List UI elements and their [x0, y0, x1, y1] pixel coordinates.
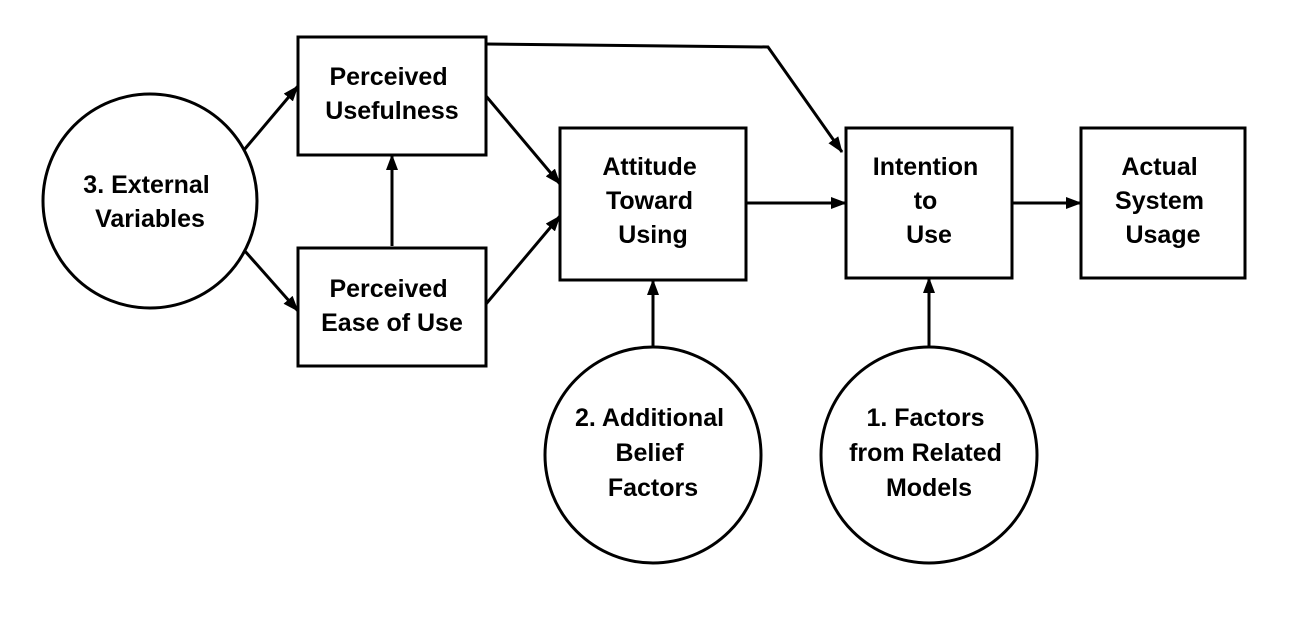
node-label-line: Usefulness — [325, 97, 458, 125]
node-additional-belief-factors: 2. Additional Belief Factors — [543, 345, 763, 565]
svg-text:3. External Variables: 3. External Variables — [83, 171, 216, 233]
node-label-line: 1. Factors — [866, 404, 984, 432]
node-label-line: Actual — [1121, 153, 1197, 181]
node-box — [1079, 126, 1247, 280]
node-label-line: Factors — [608, 474, 698, 502]
svg-text:1. Factors from Related: 1. Factors from Related Models — [849, 404, 1009, 502]
svg-text:2. Additional Belief: 2. Additional Belief Factors — [575, 404, 731, 502]
arrow-ease-to-attitude — [484, 215, 562, 305]
node-box — [296, 246, 488, 368]
node-label-line: Using — [618, 221, 687, 249]
node-label-line: 2. Additional — [575, 404, 724, 432]
edges — [242, 42, 1082, 348]
node-label-line: Usage — [1125, 221, 1200, 249]
node-label-line: from Related — [849, 439, 1002, 467]
node-perceived-usefulness: Perceived Usefulness — [296, 35, 488, 157]
node-circle — [543, 345, 763, 565]
arrow-external-to-usefulness — [242, 85, 300, 151]
node-label-line: Perceived — [329, 63, 447, 91]
arrow-external-to-ease-of-use — [242, 249, 300, 312]
arrow-usefulness-to-attitude — [484, 95, 562, 185]
node-circle — [41, 92, 259, 310]
svg-text:Attitude Toward Us: Attitude Toward Using — [602, 153, 703, 249]
node-circle — [819, 345, 1039, 565]
node-label-line: to — [914, 187, 938, 215]
arrow-usefulness-to-intention — [485, 42, 844, 153]
node-external-variables: 3. External Variables — [41, 92, 259, 310]
svg-text:Perceived Usefulness: Perceived Usefulness — [325, 63, 458, 125]
node-box — [558, 126, 748, 282]
node-actual-system-usage: Actual System Usage — [1079, 126, 1247, 280]
node-box — [844, 126, 1014, 280]
node-box — [296, 35, 488, 157]
node-factors-from-related-models: 1. Factors from Related Models — [819, 345, 1039, 565]
svg-text:Actual System Usag: Actual System Usage — [1115, 153, 1211, 249]
node-perceived-ease-of-use: Perceived Ease of Use — [296, 246, 488, 368]
node-label-line: Perceived — [329, 275, 447, 303]
node-label-line: Toward — [606, 187, 693, 215]
node-label-line: System — [1115, 187, 1204, 215]
node-attitude-toward-using: Attitude Toward Using — [558, 126, 748, 282]
node-intention-to-use: Intention to Use — [844, 126, 1014, 280]
node-label-line: Variables — [95, 205, 205, 233]
node-label-line: Belief — [615, 439, 684, 467]
node-label-line: Use — [906, 221, 952, 249]
node-label-line: Ease of Use — [321, 309, 463, 337]
node-label-line: Intention — [873, 153, 979, 181]
svg-text:Perceived Ease of Use: Perceived Ease of Use — [321, 275, 463, 337]
node-label-line: Models — [886, 474, 972, 502]
svg-text:Intention to Use: Intention to Use — [873, 153, 985, 249]
node-label-line: Attitude — [602, 153, 697, 181]
node-label-line: 3. External — [83, 171, 209, 199]
